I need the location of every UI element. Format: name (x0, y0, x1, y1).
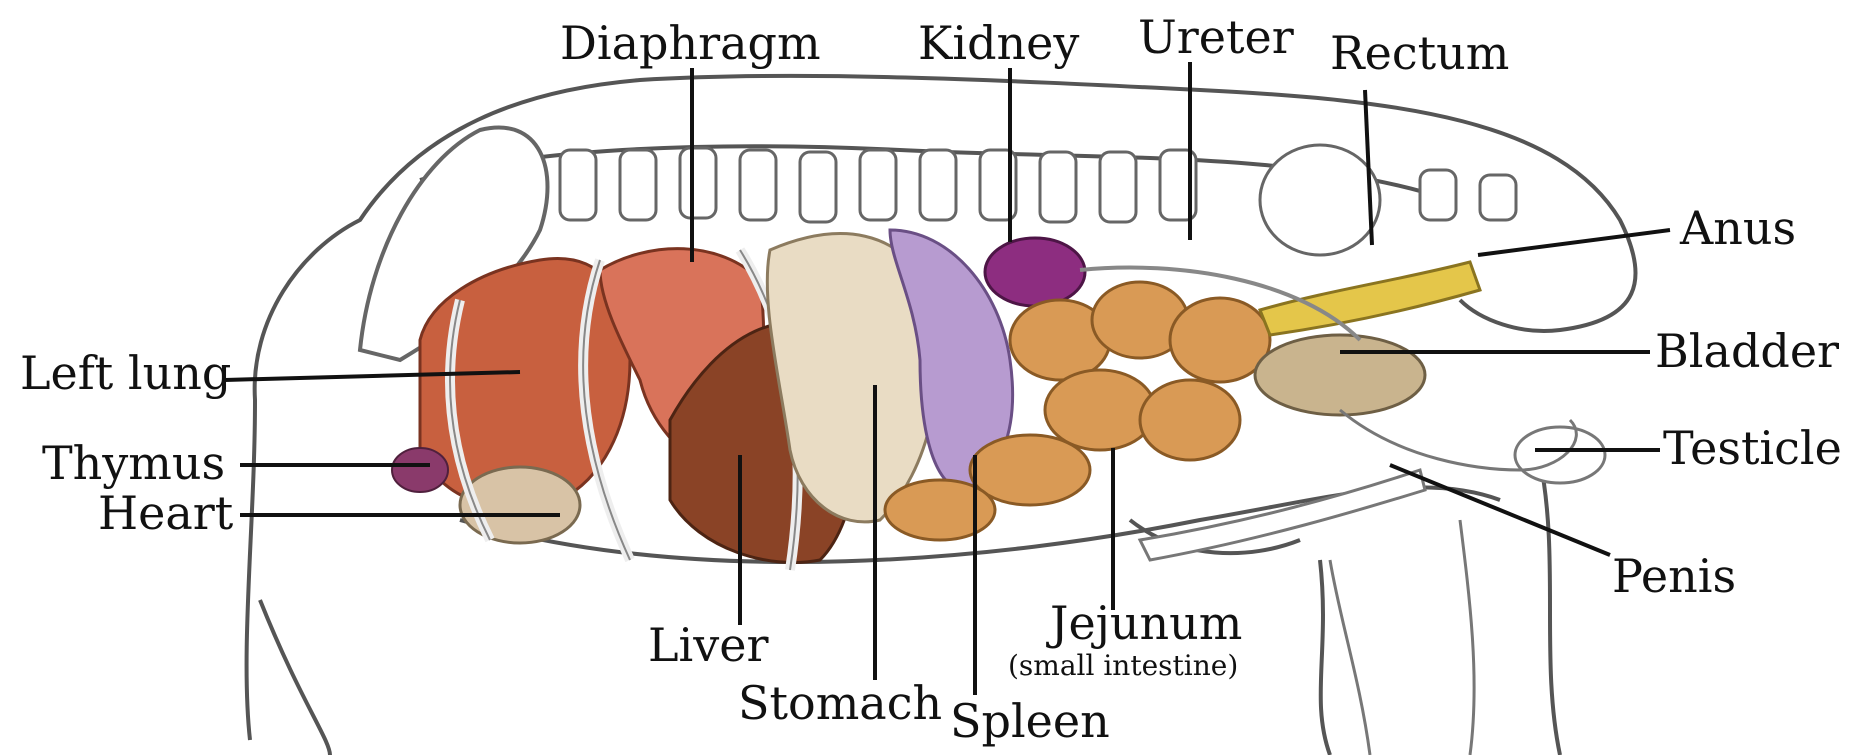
testicle-shape (1515, 427, 1605, 483)
label-thymus: Thymus (42, 440, 225, 486)
label-stomach: Stomach (738, 680, 942, 726)
label-kidney: Kidney (918, 20, 1079, 66)
label-penis: Penis (1612, 553, 1736, 599)
leader-anus (1478, 230, 1670, 255)
label-left-lung: Left lung (20, 350, 231, 396)
label-testicle: Testicle (1663, 425, 1842, 471)
label-rectum: Rectum (1330, 30, 1509, 76)
label-bladder: Bladder (1655, 328, 1839, 374)
bladder-shape (1255, 335, 1425, 415)
hind-leg (1330, 520, 1474, 755)
label-jejunum: Jejunum (1050, 600, 1242, 646)
label-anus: Anus (1680, 205, 1796, 251)
thymus-shape (392, 448, 448, 492)
label-ureter: Ureter (1138, 14, 1294, 60)
label-spleen: Spleen (950, 698, 1110, 744)
label-jejunum-note: (small intestine) (1008, 652, 1238, 680)
label-heart: Heart (98, 490, 233, 536)
label-liver: Liver (648, 622, 768, 668)
kidney-shape (985, 238, 1085, 306)
label-diaphragm: Diaphragm (560, 20, 821, 66)
